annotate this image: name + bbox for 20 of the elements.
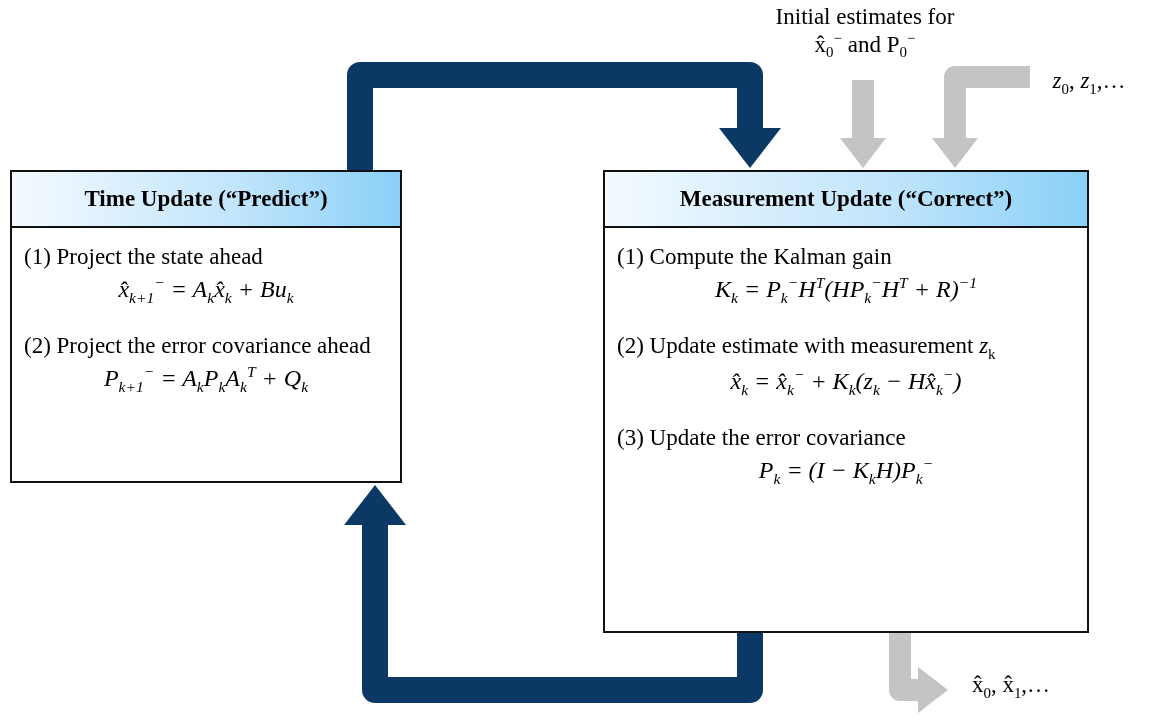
annotation-text: z$_{0}$, z$_{1}$,…	[1052, 68, 1126, 98]
step-text: (2) Update estimate with measurement z$_{k}$	[617, 332, 997, 363]
formula: x̂$_{k}$ = x̂$_{k}$$^{−}$ + K$_{k}$(z$_{k}$ − Hx̂$_{k}$$^{−}$)	[729, 366, 963, 400]
step-text: (1) Project the state ahead	[24, 244, 264, 270]
step-text: (1) Compute the Kalman gain	[617, 244, 893, 270]
formula: x̂$_{k+1}$$^{−}$ = A$_{k}$x̂$_{k}$ + Bu$_{k}$	[117, 274, 295, 307]
step-text: (3) Update the error covariance	[617, 425, 907, 452]
formula: P$_{k+1}$$^{−}$ = A$_{k}$P$_{k}$A$_{k}$$^{T}$ + Q$_{k}$	[102, 362, 310, 396]
annotation-text: x̂$_{0}$, x̂$_{1}$,…	[971, 672, 1051, 702]
box-heading: Time Update (“Predict”)	[12, 172, 400, 228]
formula: K$_{k}$ = P$_{k}$$^{−}$H$^{T}$(HP$_{k}$$^{−}$H$^{T}$ + R)$^{−1}$	[714, 274, 978, 307]
input-arrow	[840, 80, 886, 168]
box-heading: Measurement Update (“Correct”)	[605, 172, 1087, 228]
process-box	[10, 170, 402, 483]
process-box	[603, 170, 1089, 633]
annotation-text: Initial estimates for	[775, 4, 955, 30]
step-text: (2) Project the error covariance ahead	[24, 332, 372, 359]
input-arrow	[889, 633, 948, 713]
loop-arrow	[344, 485, 763, 703]
loop-arrow	[347, 62, 781, 170]
